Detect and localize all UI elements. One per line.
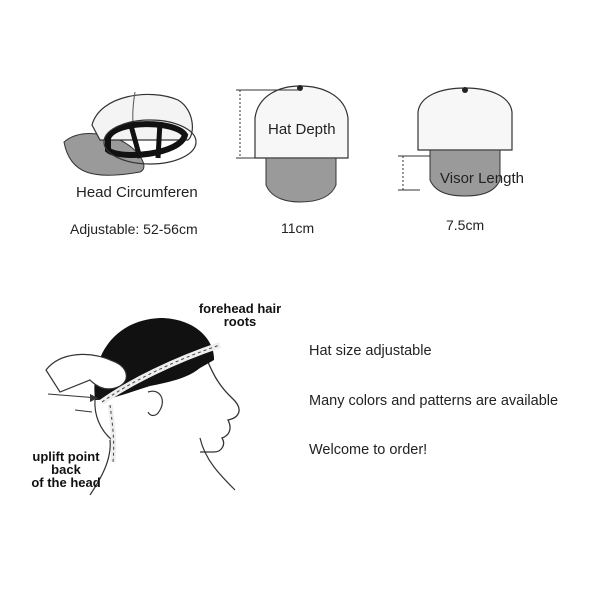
- uplift-label-line2: back: [51, 462, 81, 477]
- uplift-label-line3: of the head: [31, 475, 101, 490]
- uplift-label: uplift point back of the head: [24, 450, 108, 489]
- hat-depth-value: 11cm: [281, 220, 315, 236]
- visor-length-value: 7.5cm: [446, 217, 485, 233]
- cap-circumference-illustration: [63, 91, 197, 176]
- cap-depth-illustration: [236, 85, 349, 203]
- forehead-label: forehead hair roots: [190, 302, 290, 328]
- info-hat-size: Hat size adjustable: [309, 343, 432, 359]
- circumference-title: Head Circumferen: [76, 184, 198, 201]
- info-welcome: Welcome to order!: [309, 442, 428, 458]
- info-colors: Many colors and patterns are available: [309, 393, 559, 409]
- forehead-label-line1: forehead hair: [198, 301, 282, 316]
- head-measure-illustration: [45, 318, 240, 496]
- uplift-label-line1: uplift point: [32, 449, 100, 464]
- visor-length-title: Visor Length: [440, 170, 524, 187]
- circumference-value: Adjustable: 52-56cm: [70, 221, 198, 237]
- forehead-label-line2: roots: [223, 314, 257, 329]
- hat-depth-title: Hat Depth: [268, 121, 336, 138]
- cap-visor-illustration: [398, 87, 513, 197]
